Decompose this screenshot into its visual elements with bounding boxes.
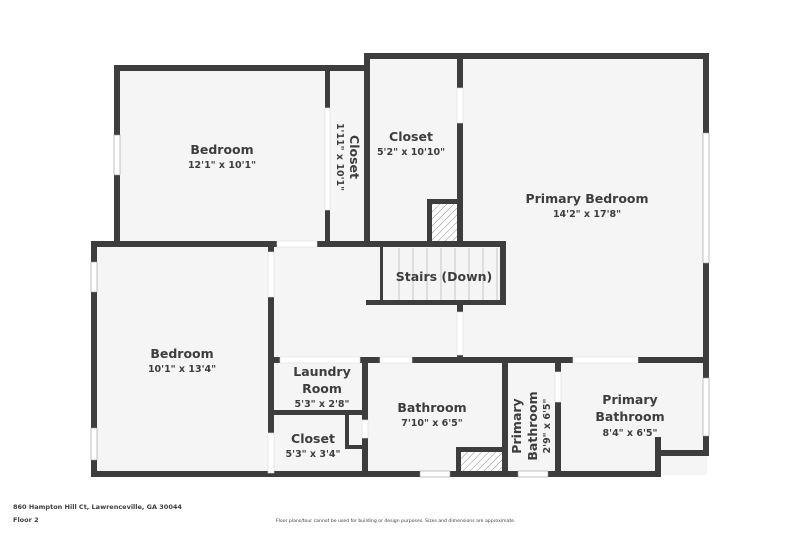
svg-text:2'9" x 6'5": 2'9" x 6'5": [542, 399, 553, 454]
room-closet-bottom: Closet 5'3" x 3'4": [286, 431, 341, 460]
room-bathroom: Bathroom 7'10" x 6'5": [397, 400, 466, 429]
svg-text:Bathroom: Bathroom: [595, 409, 664, 424]
stairs-treads: [384, 248, 500, 302]
room-closet-top: Closet 5'2" x 10'10": [377, 129, 445, 158]
room-primary-bedroom: Primary Bedroom 14'2" x 17'8": [525, 191, 648, 220]
svg-text:Laundry: Laundry: [293, 364, 350, 379]
door-openings: [267, 87, 639, 474]
svg-text:Closet: Closet: [291, 431, 335, 446]
room-bedroom-top: Bedroom 12'1" x 10'1": [188, 142, 256, 171]
room-primary-bathroom: Primary Bathroom 8'4" x 6'5": [595, 392, 664, 439]
svg-text:12'1" x 10'1": 12'1" x 10'1": [188, 160, 256, 171]
svg-text:Bedroom: Bedroom: [190, 142, 253, 157]
svg-text:Bathroom: Bathroom: [525, 391, 540, 460]
windows: [90, 132, 710, 478]
svg-text:8'4" x 6'5": 8'4" x 6'5": [603, 428, 658, 439]
room-bedroom-left: Bedroom 10'1" x 13'4": [148, 346, 216, 375]
svg-text:7'10" x 6'5": 7'10" x 6'5": [401, 418, 463, 429]
room-closet-narrow: Closet 1'11" x 10'1": [334, 123, 362, 191]
hatched-chase-top: [432, 204, 458, 244]
svg-text:Closet: Closet: [389, 129, 433, 144]
svg-text:1'11" x 10'1": 1'11" x 10'1": [334, 123, 345, 191]
hatched-chase-bathroom: [460, 452, 502, 474]
svg-text:Primary: Primary: [602, 392, 657, 407]
svg-text:14'2" x 17'8": 14'2" x 17'8": [553, 209, 621, 220]
room-primary-bath-narrow: Primary Bathroom 2'9" x 6'5": [509, 391, 553, 460]
svg-text:Bedroom: Bedroom: [150, 346, 213, 361]
room-laundry: Laundry Room 5'3" x 2'8": [293, 364, 350, 410]
svg-text:Primary: Primary: [509, 398, 524, 453]
svg-text:Bathroom: Bathroom: [397, 400, 466, 415]
svg-text:Closet: Closet: [347, 135, 362, 179]
svg-text:Stairs (Down): Stairs (Down): [396, 269, 493, 284]
svg-text:10'1" x 13'4": 10'1" x 13'4": [148, 364, 216, 375]
svg-text:5'3" x 3'4": 5'3" x 3'4": [286, 449, 341, 460]
property-address: 860 Hampton Hill Ct, Lawrenceville, GA 3…: [13, 503, 182, 511]
room-stairs: Stairs (Down): [396, 269, 493, 284]
svg-text:Primary Bedroom: Primary Bedroom: [525, 191, 648, 206]
svg-text:Room: Room: [302, 381, 342, 396]
disclaimer-text: Floor plans/tour cannot be used for buil…: [276, 519, 516, 524]
floor-label: Floor 2: [13, 516, 39, 524]
svg-text:5'3" x 2'8": 5'3" x 2'8": [295, 399, 350, 410]
svg-text:5'2" x 10'10": 5'2" x 10'10": [377, 147, 445, 158]
